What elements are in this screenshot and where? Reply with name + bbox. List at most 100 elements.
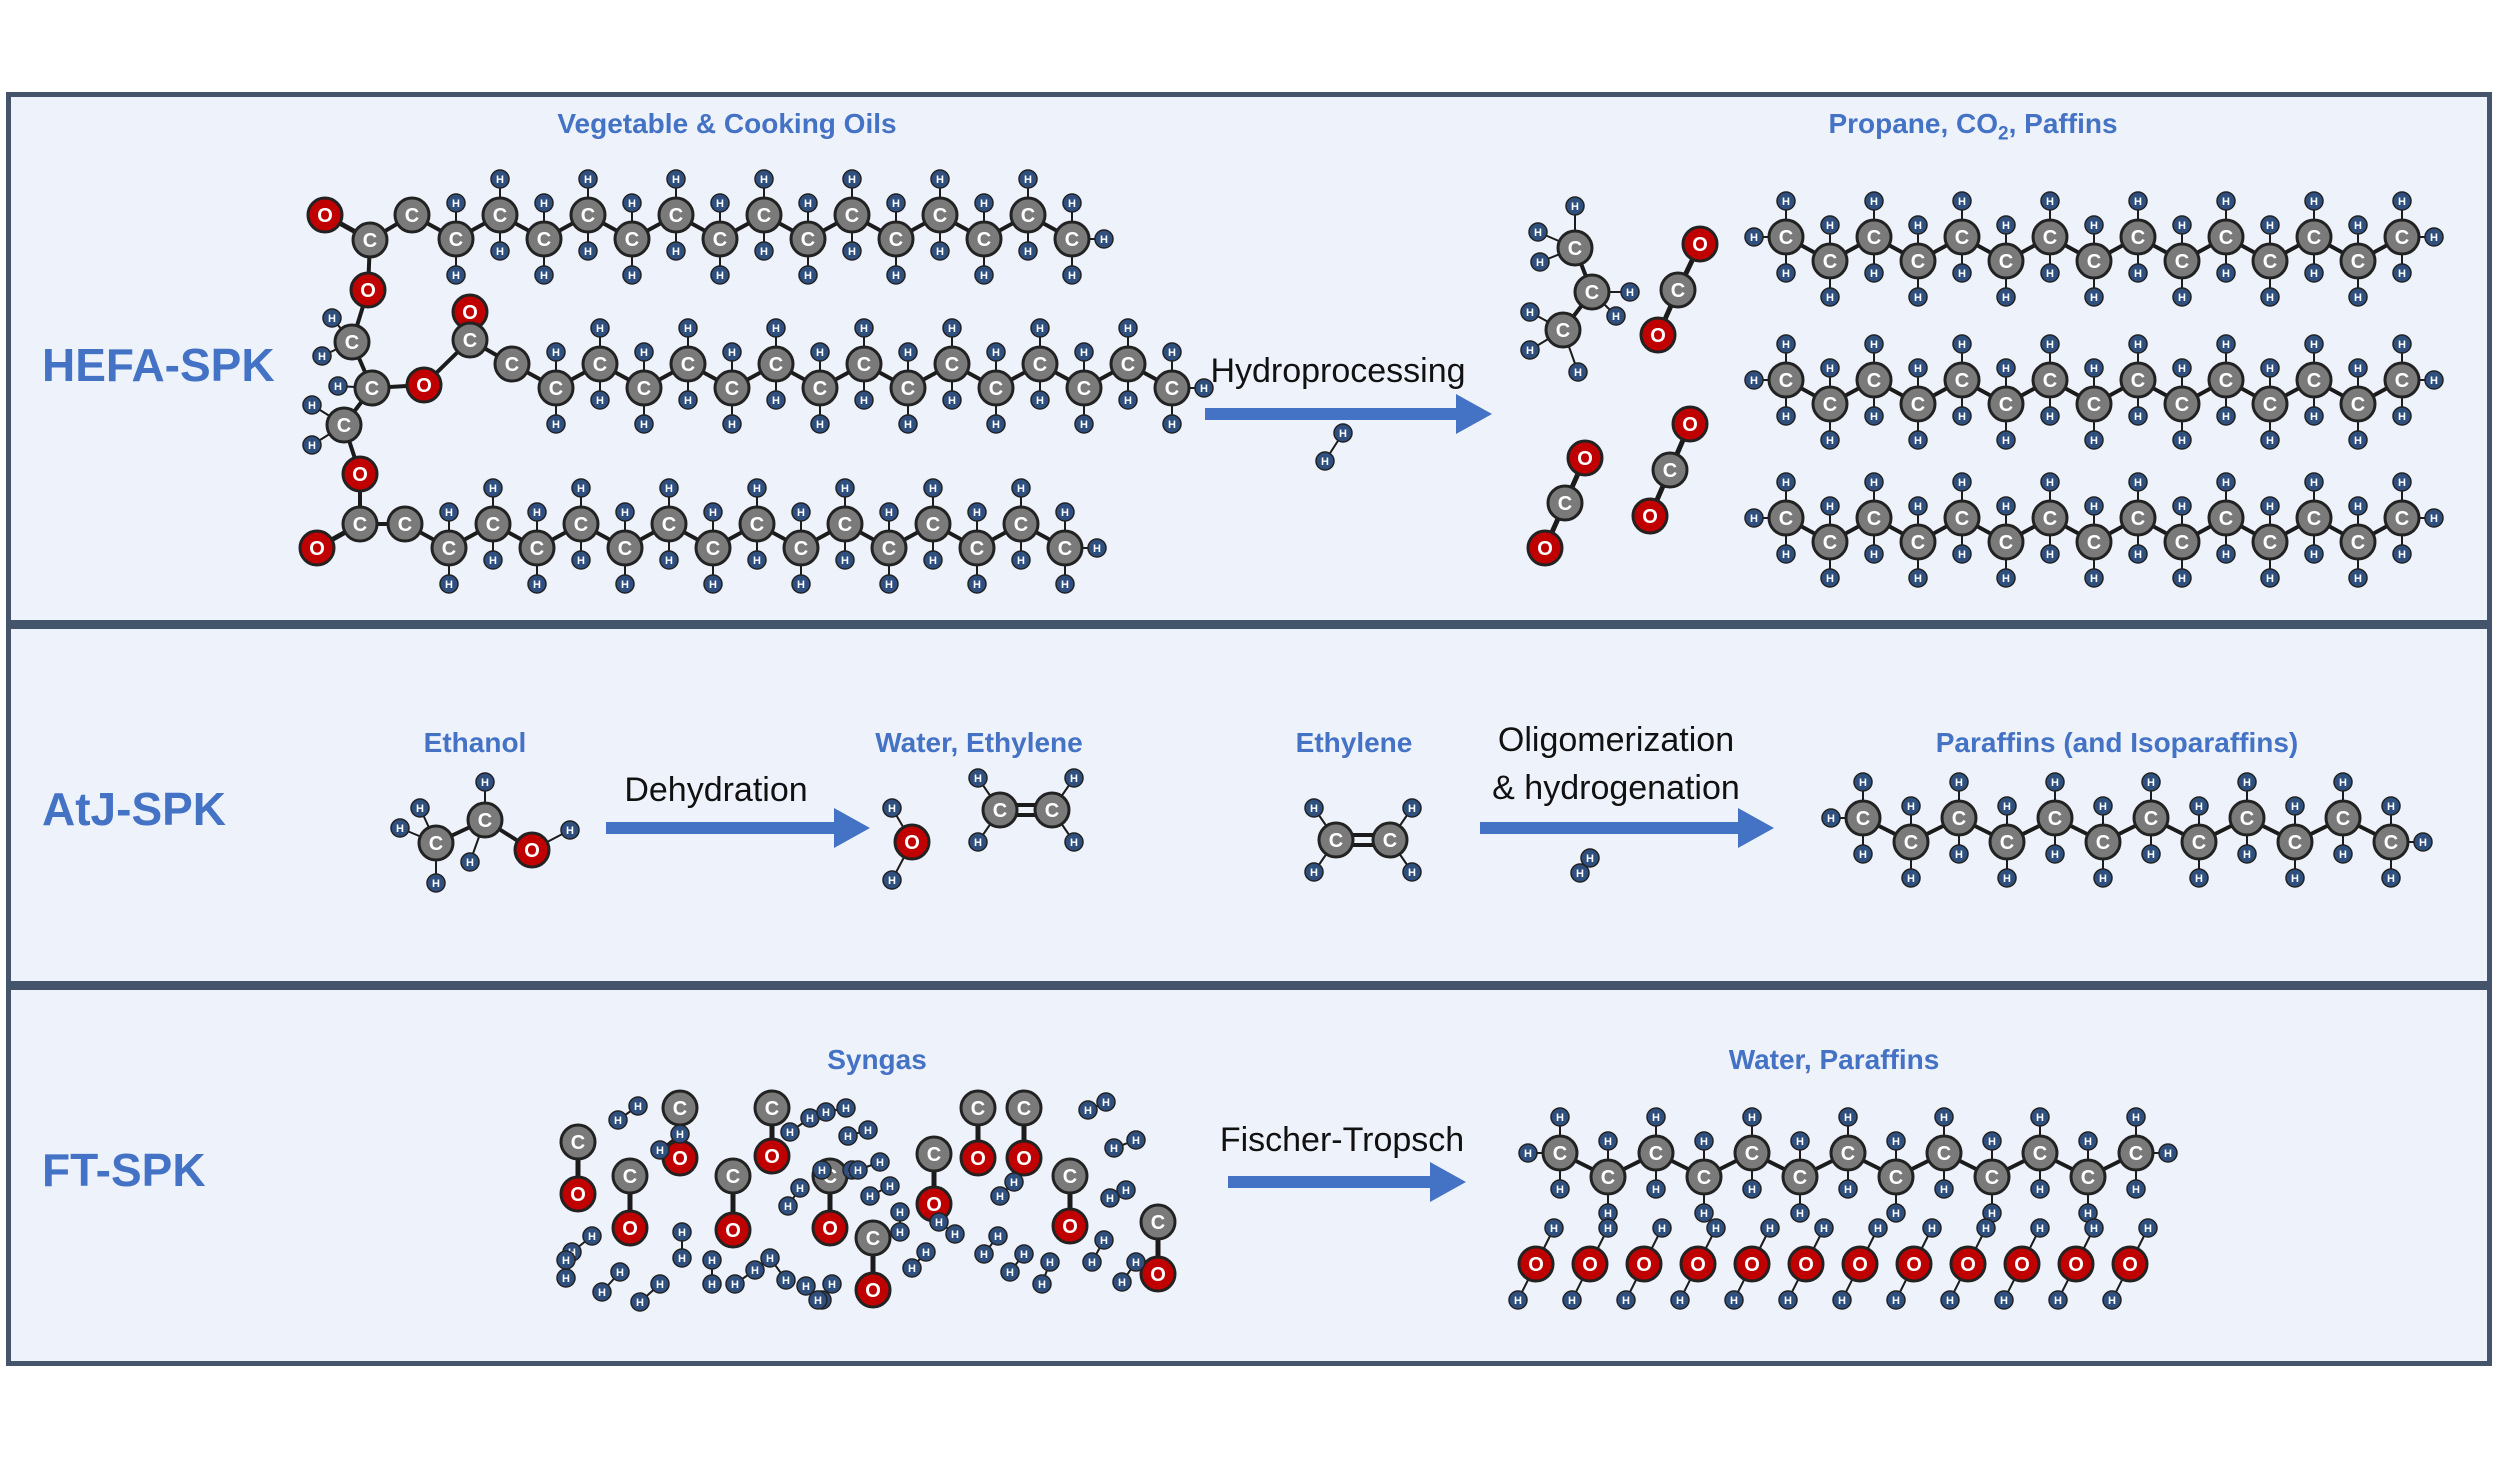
hydrogen-atom: H: [776, 1270, 796, 1290]
svg-text:H: H: [2002, 501, 2010, 513]
hydrogen-atom: H: [1742, 1179, 1762, 1199]
svg-text:H: H: [948, 395, 956, 407]
carbon-atom: C: [1767, 499, 1805, 537]
svg-text:H: H: [2108, 1295, 2116, 1307]
hydrogen-atom: H: [798, 265, 818, 285]
oxygen-atom: O: [1517, 1245, 1555, 1283]
svg-text:C: C: [813, 378, 827, 400]
reaction-arrow: [606, 808, 870, 848]
carbon-atom: C: [1811, 242, 1849, 280]
svg-text:C: C: [1823, 251, 1837, 273]
hydrogen-atom: H: [1744, 508, 1764, 528]
hydrogen-atom: H: [974, 265, 994, 285]
svg-text:H: H: [1914, 573, 1922, 585]
atj-dehydration-label: Dehydration: [624, 771, 808, 809]
carbon-atom: C: [2251, 385, 2289, 423]
carbon-atom: C: [2207, 361, 2245, 399]
svg-text:C: C: [537, 229, 551, 251]
svg-text:H: H: [2036, 1223, 2044, 1235]
svg-text:H: H: [540, 198, 548, 210]
svg-text:C: C: [2131, 508, 2145, 530]
svg-text:C: C: [2307, 370, 2321, 392]
hydrogen-atom: H: [2030, 1179, 2050, 1199]
hydrogen-atom: H: [2413, 832, 2433, 852]
svg-text:H: H: [2090, 573, 2098, 585]
svg-text:C: C: [933, 205, 947, 227]
hydrogen-atom: H: [1030, 318, 1050, 338]
svg-text:H: H: [1604, 1223, 1612, 1235]
svg-text:O: O: [1682, 414, 1698, 436]
svg-text:C: C: [1911, 532, 1925, 554]
hydrogen-atom: H: [860, 1186, 880, 1206]
hydrogen-atom: H: [1952, 406, 1972, 426]
carbon-atom: C: [518, 529, 556, 567]
svg-text:C: C: [1779, 227, 1793, 249]
svg-text:H: H: [1712, 1223, 1720, 1235]
carbon-atom: C: [1139, 1203, 1177, 1241]
svg-text:O: O: [570, 1184, 586, 1206]
svg-text:H: H: [708, 1255, 716, 1267]
svg-text:H: H: [1988, 1208, 1996, 1220]
carbon-atom: C: [1855, 499, 1893, 537]
svg-text:H: H: [2178, 573, 2186, 585]
hydrogen-atom: H: [1520, 340, 1540, 360]
svg-text:H: H: [1524, 1148, 1532, 1160]
hydrogen-atom: H: [870, 1152, 890, 1172]
svg-text:H: H: [1676, 1295, 1684, 1307]
svg-text:H: H: [2134, 339, 2142, 351]
svg-text:H: H: [2003, 873, 2011, 885]
svg-text:H: H: [1958, 549, 1966, 561]
hydrogen-atom: H: [2304, 334, 2324, 354]
svg-text:H: H: [396, 823, 404, 835]
svg-text:H: H: [822, 1107, 830, 1119]
oxygen-atom: O: [1571, 1245, 1609, 1283]
hydrogen-atom: H: [854, 318, 874, 338]
svg-text:H: H: [596, 323, 604, 335]
svg-text:O: O: [926, 1194, 942, 1216]
hydrogen-atom: H: [483, 478, 503, 498]
carbon-atom: C: [2295, 361, 2333, 399]
hydrogen-atom: H: [858, 1120, 878, 1140]
svg-text:H: H: [1132, 1257, 1140, 1269]
hydrogen-atom: H: [615, 574, 635, 594]
svg-text:H: H: [2430, 513, 2438, 525]
hydrogen-atom: H: [2048, 1290, 2068, 1310]
svg-text:H: H: [1571, 201, 1579, 213]
atj-intermediate-label: Water, Ethylene: [875, 727, 1083, 758]
svg-text:H: H: [2354, 435, 2362, 447]
hydrogen-atom: H: [2285, 796, 2305, 816]
carbon-atom: C: [341, 505, 379, 543]
hydrogen-atom: H: [2084, 1218, 2104, 1238]
svg-text:H: H: [1782, 339, 1790, 351]
carbon-atom: C: [2132, 799, 2170, 837]
hydrogen-atom: H: [1744, 227, 1764, 247]
svg-text:H: H: [1982, 1223, 1990, 1235]
hydrogen-atom: H: [2078, 1131, 2098, 1151]
hydrogen-atom: H: [622, 193, 642, 213]
hydrogen-atom: H: [790, 1178, 810, 1198]
svg-text:H: H: [2002, 292, 2010, 304]
svg-text:O: O: [1537, 538, 1553, 560]
svg-text:C: C: [1014, 514, 1028, 536]
svg-text:H: H: [2243, 777, 2251, 789]
hydrogen-atom: H: [1776, 191, 1796, 211]
svg-text:H: H: [1310, 867, 1318, 879]
svg-text:H: H: [2266, 220, 2274, 232]
svg-text:C: C: [2395, 227, 2409, 249]
svg-text:H: H: [628, 198, 636, 210]
hydrogen-atom: H: [967, 502, 987, 522]
carbon-atom: C: [1685, 1158, 1723, 1196]
hydrogen-atom: H: [634, 414, 654, 434]
svg-text:H: H: [665, 483, 673, 495]
svg-text:H: H: [828, 1279, 836, 1291]
hydrogen-atom: H: [527, 502, 547, 522]
hydrogen-atom: H: [1078, 1100, 1098, 1120]
hydrogen-atom: H: [886, 193, 906, 213]
svg-text:H: H: [2046, 477, 2054, 489]
svg-text:H: H: [684, 395, 692, 407]
svg-text:C: C: [574, 514, 588, 536]
svg-text:H: H: [1914, 501, 1922, 513]
svg-text:C: C: [449, 229, 463, 251]
svg-text:O: O: [822, 1218, 838, 1240]
svg-text:C: C: [2192, 832, 2206, 854]
